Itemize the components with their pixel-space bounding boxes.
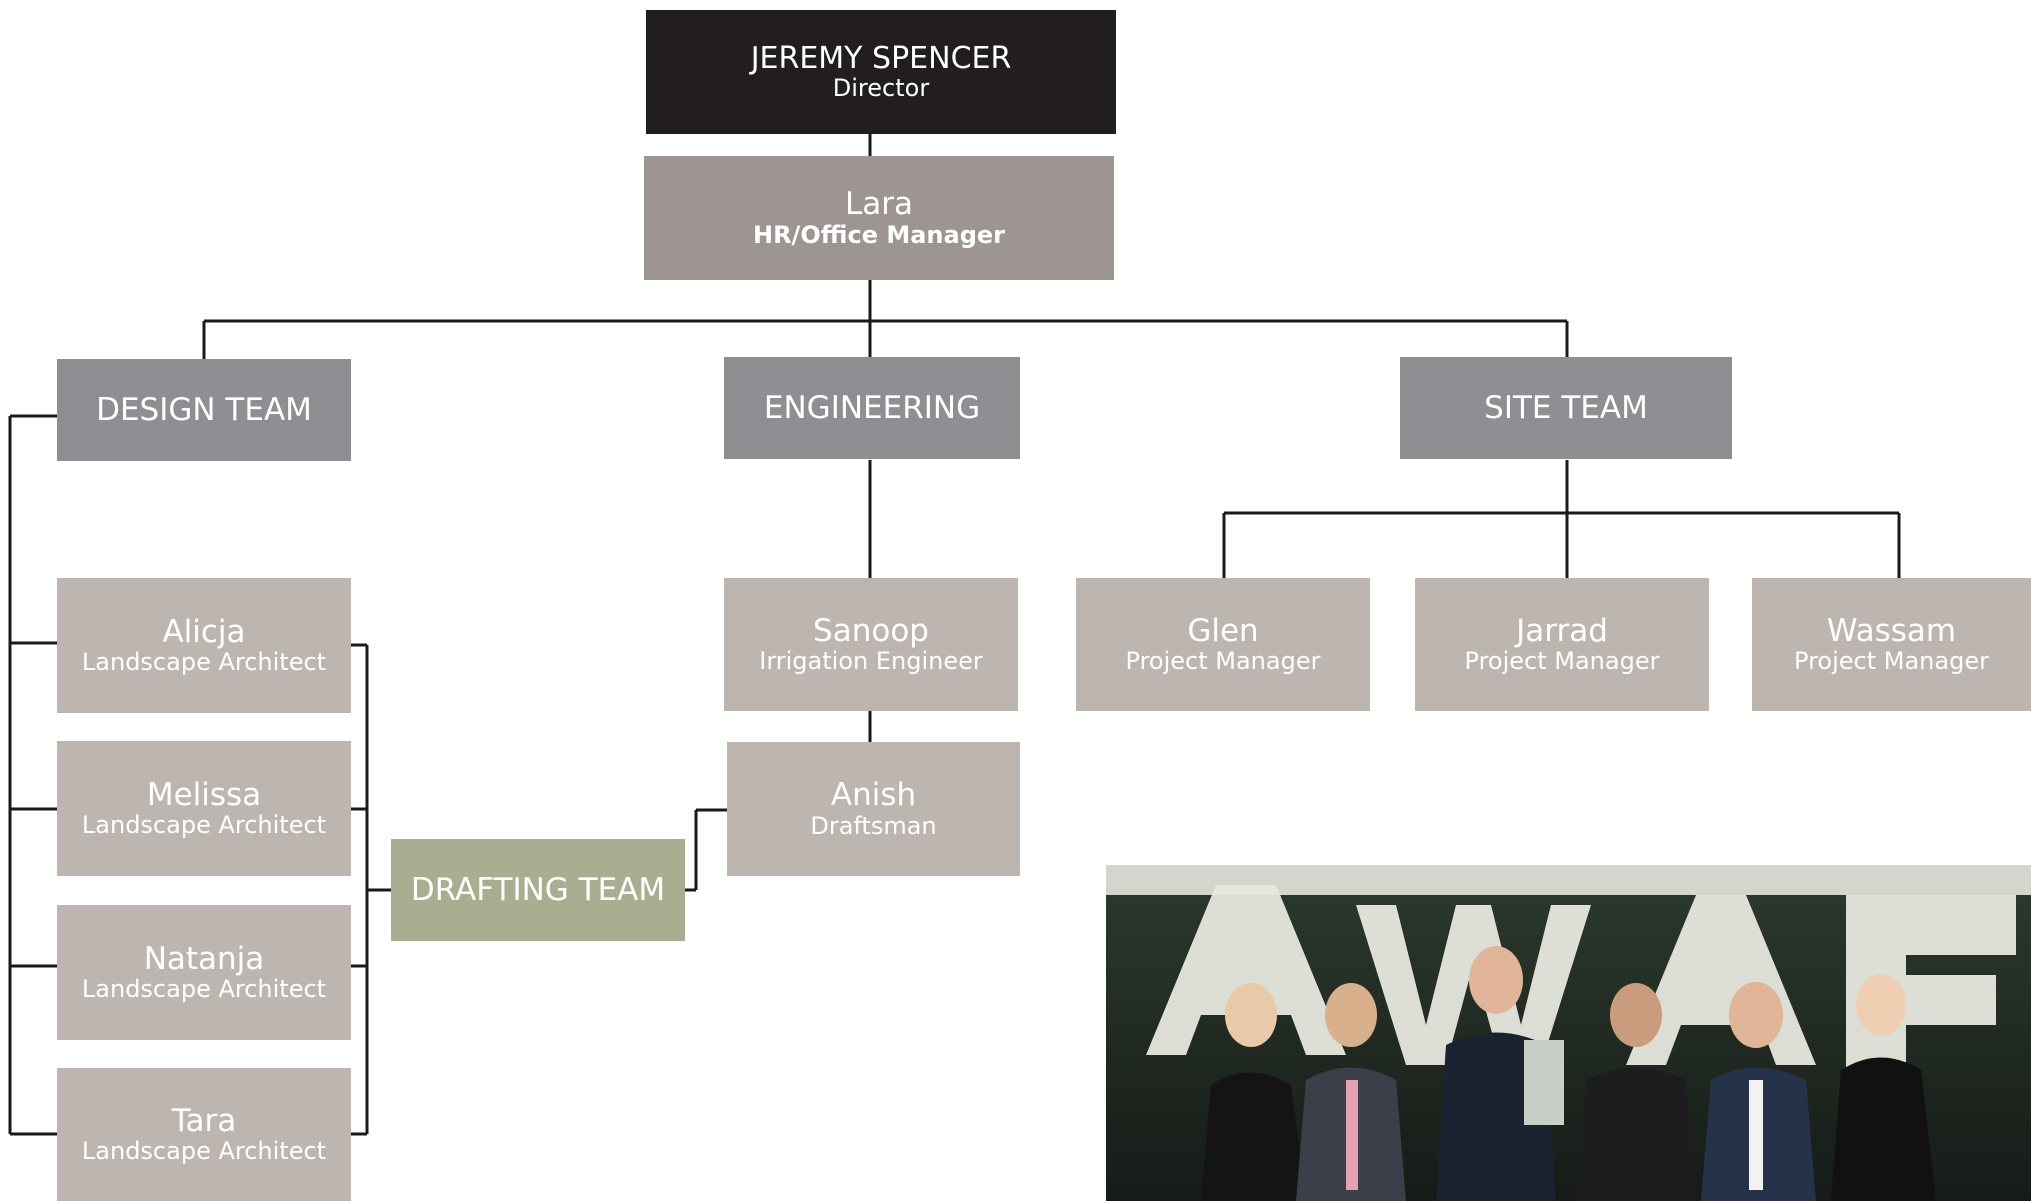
site-member-box: Wassam Project Manager (1752, 578, 2031, 711)
design-member-box: Tara Landscape Architect (57, 1068, 351, 1201)
engineering-label: ENGINEERING (763, 389, 981, 426)
director-box: JEREMY SPENCER Director (646, 10, 1116, 134)
site-member-box: Jarrad Project Manager (1415, 578, 1709, 711)
member-name: Anish (830, 777, 917, 814)
member-role: Landscape Architect (81, 811, 327, 840)
site-team-header: SITE TEAM (1400, 357, 1732, 459)
hr-manager-role: HR/Office Manager (752, 220, 1005, 249)
member-role: Landscape Architect (81, 975, 327, 1004)
design-team-label: DESIGN TEAM (96, 391, 312, 428)
member-role: Landscape Architect (81, 648, 327, 677)
member-name: Sanoop (813, 612, 929, 649)
member-role: Project Manager (1125, 647, 1321, 676)
member-role: Draftsman (810, 811, 937, 840)
member-name: Tara (171, 1102, 237, 1139)
member-name: Glen (1187, 612, 1259, 649)
drafting-team-box: DRAFTING TEAM (391, 839, 685, 941)
member-name: Jarrad (1516, 612, 1608, 649)
member-role: Landscape Architect (81, 1137, 327, 1166)
member-name: Wassam (1826, 612, 1957, 649)
member-name: Natanja (143, 940, 265, 977)
member-name: Melissa (146, 776, 262, 813)
drafting-team-label: DRAFTING TEAM (410, 871, 666, 908)
award-photo-illustration (1106, 865, 2031, 1201)
design-member-box: Natanja Landscape Architect (57, 905, 351, 1040)
award-photo (1106, 865, 2031, 1201)
member-name: Alicja (162, 613, 246, 650)
engineering-header: ENGINEERING (724, 357, 1020, 459)
director-name: JEREMY SPENCER (750, 40, 1012, 76)
director-role: Director (832, 74, 930, 103)
member-role: Project Manager (1464, 647, 1660, 676)
engineering-member-box: Sanoop Irrigation Engineer (724, 578, 1018, 711)
hr-manager-box: Lara HR/Office Manager (644, 156, 1114, 280)
site-team-label: SITE TEAM (1484, 389, 1648, 426)
design-member-box: Alicja Landscape Architect (57, 578, 351, 713)
site-member-box: Glen Project Manager (1076, 578, 1370, 711)
member-role: Irrigation Engineer (759, 647, 983, 676)
engineering-member-box: Anish Draftsman (727, 742, 1020, 876)
member-role: Project Manager (1794, 647, 1989, 676)
hr-manager-name: Lara (844, 186, 913, 223)
design-team-header: DESIGN TEAM (57, 359, 351, 461)
design-member-box: Melissa Landscape Architect (57, 741, 351, 876)
